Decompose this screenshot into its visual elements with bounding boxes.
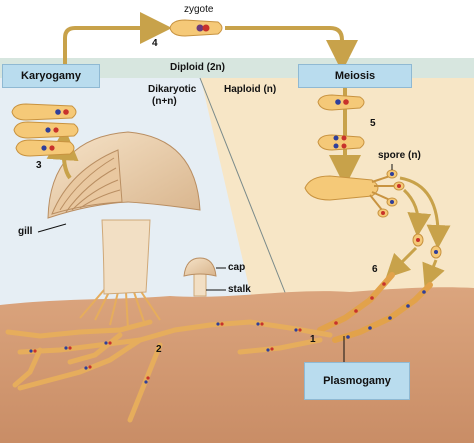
spore-arrow-1 xyxy=(402,188,432,237)
meiosis-stage-box: Meiosis xyxy=(298,64,412,88)
step-number-1: 1 xyxy=(310,334,316,345)
basidium xyxy=(304,169,405,218)
meiosis-cell-2 xyxy=(317,134,365,151)
phase-divider xyxy=(199,77,291,306)
gill-pointer xyxy=(37,223,67,233)
diploid-label: Diploid (2n) xyxy=(170,62,225,73)
zygote-cell xyxy=(169,19,223,37)
mycelium-nuclei xyxy=(29,322,302,384)
zygote-label: zygote xyxy=(184,4,214,15)
released-spore-1 xyxy=(412,233,424,247)
dikaryotic-basidia xyxy=(11,103,79,157)
meiosis-cell-1 xyxy=(317,94,365,111)
released-spore-2 xyxy=(430,245,442,259)
spore-label: spore (n) xyxy=(378,150,421,161)
cycle-arrow-zygote xyxy=(225,26,358,72)
young-mushroom-cap xyxy=(183,257,217,277)
step-number-3: 3 xyxy=(36,160,42,171)
germination-arrow-1 xyxy=(385,246,418,279)
soil xyxy=(0,287,474,443)
haploid-label: Haploid (n) xyxy=(224,84,277,95)
step-number-4: 4 xyxy=(152,38,158,49)
step-number-2: 2 xyxy=(156,344,162,355)
spore-arrow-2 xyxy=(399,176,451,249)
step-number-6: 6 xyxy=(372,264,378,275)
dikaryotic-ploidy-label: (n+n) xyxy=(152,96,177,107)
gill-label: gill xyxy=(18,226,33,237)
cycle-arrow-top xyxy=(63,12,172,65)
plasmogamy-stage-box: Plasmogamy xyxy=(304,362,410,400)
karyogamy-stage-box: Karyogamy xyxy=(2,64,100,88)
step-number-5: 5 xyxy=(370,118,376,129)
germination-arrow-2 xyxy=(422,259,445,289)
mushroom-root-fibers xyxy=(79,289,161,331)
young-mushroom-stalk xyxy=(193,271,207,297)
hyphae-nuclei-haploid xyxy=(334,282,426,339)
cap-label: cap xyxy=(228,262,246,273)
stalk-label: stalk xyxy=(228,284,251,295)
mushroom-stalk xyxy=(101,219,151,295)
dikaryotic-mycelium xyxy=(5,319,333,423)
dikaryotic-label: Dikaryotic xyxy=(148,84,197,95)
gill-lines xyxy=(59,157,121,213)
